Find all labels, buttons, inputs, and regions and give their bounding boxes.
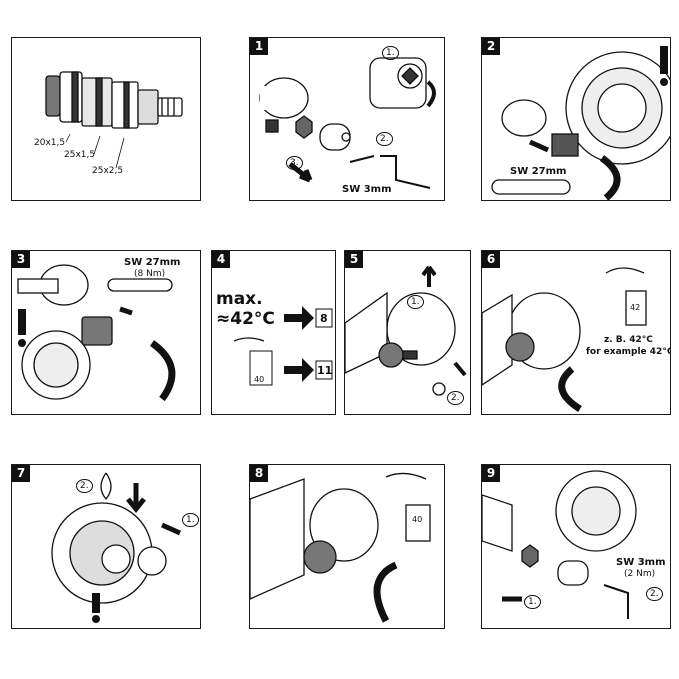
temperature-label: ≈42°C bbox=[216, 309, 275, 329]
thermometer-display: 40 bbox=[412, 515, 423, 524]
temperature-verify-illustration bbox=[250, 472, 431, 623]
callout-2: 2. bbox=[376, 132, 393, 146]
step-number: 5 bbox=[345, 251, 363, 268]
callout-1: 1. bbox=[382, 46, 399, 60]
step-panel-5: 5 1. 2. bbox=[344, 250, 471, 415]
max-label: max. bbox=[216, 289, 263, 309]
tool-size-label: SW 3mm bbox=[616, 557, 666, 568]
thread-label-b: 25x1,5 bbox=[64, 150, 96, 160]
thread-label-a: 20x1,5 bbox=[34, 138, 66, 148]
step-panel-6: 6 42 z. B. 42°C for example 42°C bbox=[481, 250, 671, 415]
step-panel-2: 2 SW 27mm bbox=[481, 37, 671, 201]
handle-reinstall-illustration bbox=[482, 470, 637, 619]
handle-removal-illustration bbox=[259, 57, 436, 189]
goto-step-11: 11 bbox=[317, 364, 333, 377]
tool-size-label: SW 3mm bbox=[342, 184, 392, 195]
callout-1: 1. bbox=[524, 595, 541, 609]
tool-size-label: SW 27mm bbox=[510, 166, 567, 177]
overview-panel: 20x1,5 25x1,5 25x2,5 bbox=[11, 37, 201, 201]
goto-step-8: 8 bbox=[320, 312, 328, 325]
callout-2: 2. bbox=[76, 479, 93, 493]
step-panel-1: 1 1. 2. 3. SW 3mm bbox=[249, 37, 445, 201]
thermometer-display: 42 bbox=[630, 303, 641, 312]
step-number: 1 bbox=[250, 38, 268, 55]
stop-ring-illustration bbox=[345, 265, 467, 396]
step-number: 9 bbox=[482, 465, 500, 482]
thread-label-c: 25x2,5 bbox=[92, 166, 124, 176]
callout-1: 1. bbox=[182, 513, 199, 527]
torque-label: (8 Nm) bbox=[134, 269, 166, 279]
step-panel-8: 8 40 bbox=[249, 464, 445, 629]
example-label-en: for example 42°C bbox=[586, 347, 671, 357]
step-number: 2 bbox=[482, 38, 500, 55]
step-panel-4: 4 max. ≈42°C 8 11 40 bbox=[211, 250, 336, 415]
step-panel-9: 9 SW 3mm (2 Nm) 1. 2. bbox=[481, 464, 671, 629]
step-panel-3: 3 SW 27mm (8 Nm) bbox=[11, 250, 201, 415]
step-panel-7: 7 1. 2. bbox=[11, 464, 201, 629]
example-label-de: z. B. 42°C bbox=[604, 335, 653, 345]
cartridge-install-illustration bbox=[17, 264, 176, 402]
tool-size-label: SW 27mm bbox=[124, 257, 181, 268]
torque-label: (2 Nm) bbox=[624, 569, 656, 579]
step-number: 6 bbox=[482, 251, 500, 268]
thermometer-display: 40 bbox=[254, 375, 265, 384]
temperature-check-illustration bbox=[233, 306, 333, 386]
callout-3: 3. bbox=[286, 156, 303, 170]
step-number: 7 bbox=[12, 465, 30, 482]
step-number: 4 bbox=[212, 251, 230, 268]
callout-2: 2. bbox=[646, 587, 663, 601]
cartridge-illustration bbox=[45, 71, 183, 169]
step-number: 8 bbox=[250, 465, 268, 482]
callout-1: 1. bbox=[407, 295, 424, 309]
callout-2: 2. bbox=[447, 391, 464, 405]
temperature-adjust-illustration bbox=[482, 267, 647, 412]
stop-ring-reinstall-illustration bbox=[51, 472, 182, 623]
step-number: 3 bbox=[12, 251, 30, 268]
cartridge-removal-illustration bbox=[491, 46, 670, 200]
